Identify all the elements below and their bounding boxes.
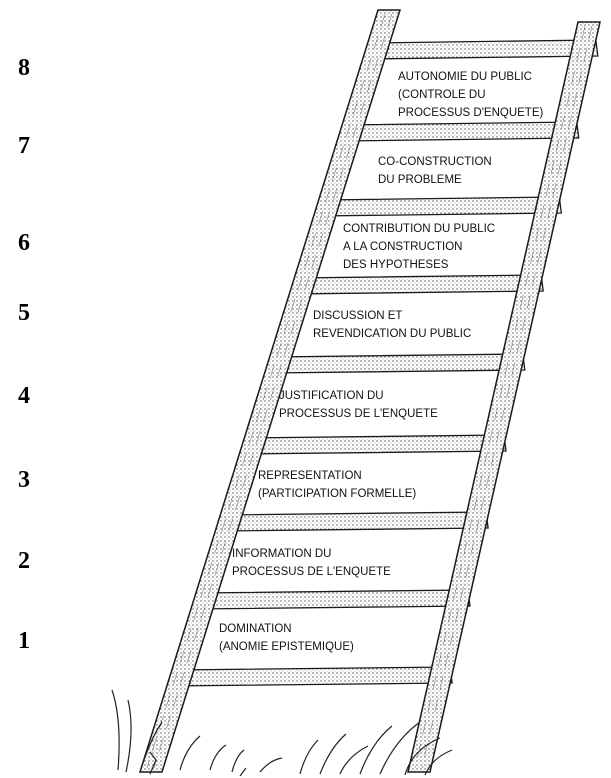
rung-label-line: (CONTROLE DU [398, 89, 486, 101]
rung-label: REPRESENTATION (PARTICIPATION FORMELLE) [258, 467, 416, 503]
rung-label-line: PROCESSUS D'ENQUETE) [398, 107, 544, 119]
ladder-rung [366, 39, 599, 60]
left-rail [138, 9, 402, 773]
wood-grain-line [153, 13, 393, 769]
level-number: 5 [18, 300, 30, 326]
ladder-rung [217, 511, 489, 532]
grass-icon [111, 689, 453, 777]
rung-label-line: CO-CONSTRUCTION [378, 156, 492, 168]
rung-label-line: INFORMATION DU [232, 548, 332, 560]
rung-label-line: REVENDICATION DU PUBLIC [313, 328, 472, 340]
rung-label: JUSTIFICATION DU PROCESSUS DE L'ENQUETE [279, 387, 438, 423]
level-number: 2 [18, 548, 30, 574]
ladder-rung [267, 353, 526, 374]
rung-label-line: AUTONOMIE DU PUBLIC [398, 71, 532, 83]
ladder-rung [242, 434, 507, 455]
rung-label: DOMINATION (ANOMIE EPISTEMIQUE) [219, 620, 354, 656]
level-number: 3 [18, 467, 30, 493]
level-number: 8 [18, 55, 30, 81]
rung-label: CONTRIBUTION DU PUBLIC A LA CONSTRUCTION D… [343, 220, 495, 274]
ladder-rung [169, 666, 453, 687]
rung-label-line: JUSTIFICATION DU [279, 390, 384, 402]
rung-label-line: REPRESENTATION [258, 470, 362, 482]
rung-label-line: A LA CONSTRUCTION [343, 241, 463, 253]
rung-label-line: CONTRIBUTION DU PUBLIC [343, 223, 496, 235]
rung-label-line: DOMINATION [219, 623, 292, 635]
rung-label-line: DU PROBLEME [378, 174, 462, 186]
ladder-rung [317, 196, 563, 217]
level-number: 6 [18, 230, 30, 256]
rung-label-line: DES HYPOTHESES [343, 259, 449, 271]
rung-label-line: PROCESSUS DE L'ENQUETE [279, 408, 438, 420]
rung-label-line: DISCUSSION ET [313, 310, 403, 322]
ladder-rung [292, 274, 544, 295]
wood-grain-line [421, 25, 593, 769]
ladder-rung [193, 589, 471, 610]
level-number: 7 [18, 133, 30, 159]
ladder-rails [138, 9, 601, 773]
rung-label-line: (ANOMIE EPISTEMIQUE) [219, 641, 354, 653]
ladder-rung [340, 121, 580, 142]
wood-grain-line [414, 25, 586, 769]
rung-label-line: (PARTICIPATION FORMELLE) [258, 488, 417, 500]
ladder-rungs [169, 39, 599, 687]
rung-label: AUTONOMIE DU PUBLIC (CONTROLE DU PROCESSUS… [398, 68, 543, 122]
rung-label-line: PROCESSUS DE L'ENQUETE [232, 566, 391, 578]
rung-label: DISCUSSION ET REVENDICATION DU PUBLIC [313, 307, 471, 343]
rung-label: INFORMATION DU PROCESSUS DE L'ENQUETE [232, 545, 391, 581]
rung-label: CO-CONSTRUCTION DU PROBLEME [378, 153, 492, 189]
level-number: 1 [18, 628, 30, 654]
level-number: 4 [18, 383, 30, 409]
wood-grain-line [146, 13, 386, 769]
right-rail [407, 21, 601, 773]
